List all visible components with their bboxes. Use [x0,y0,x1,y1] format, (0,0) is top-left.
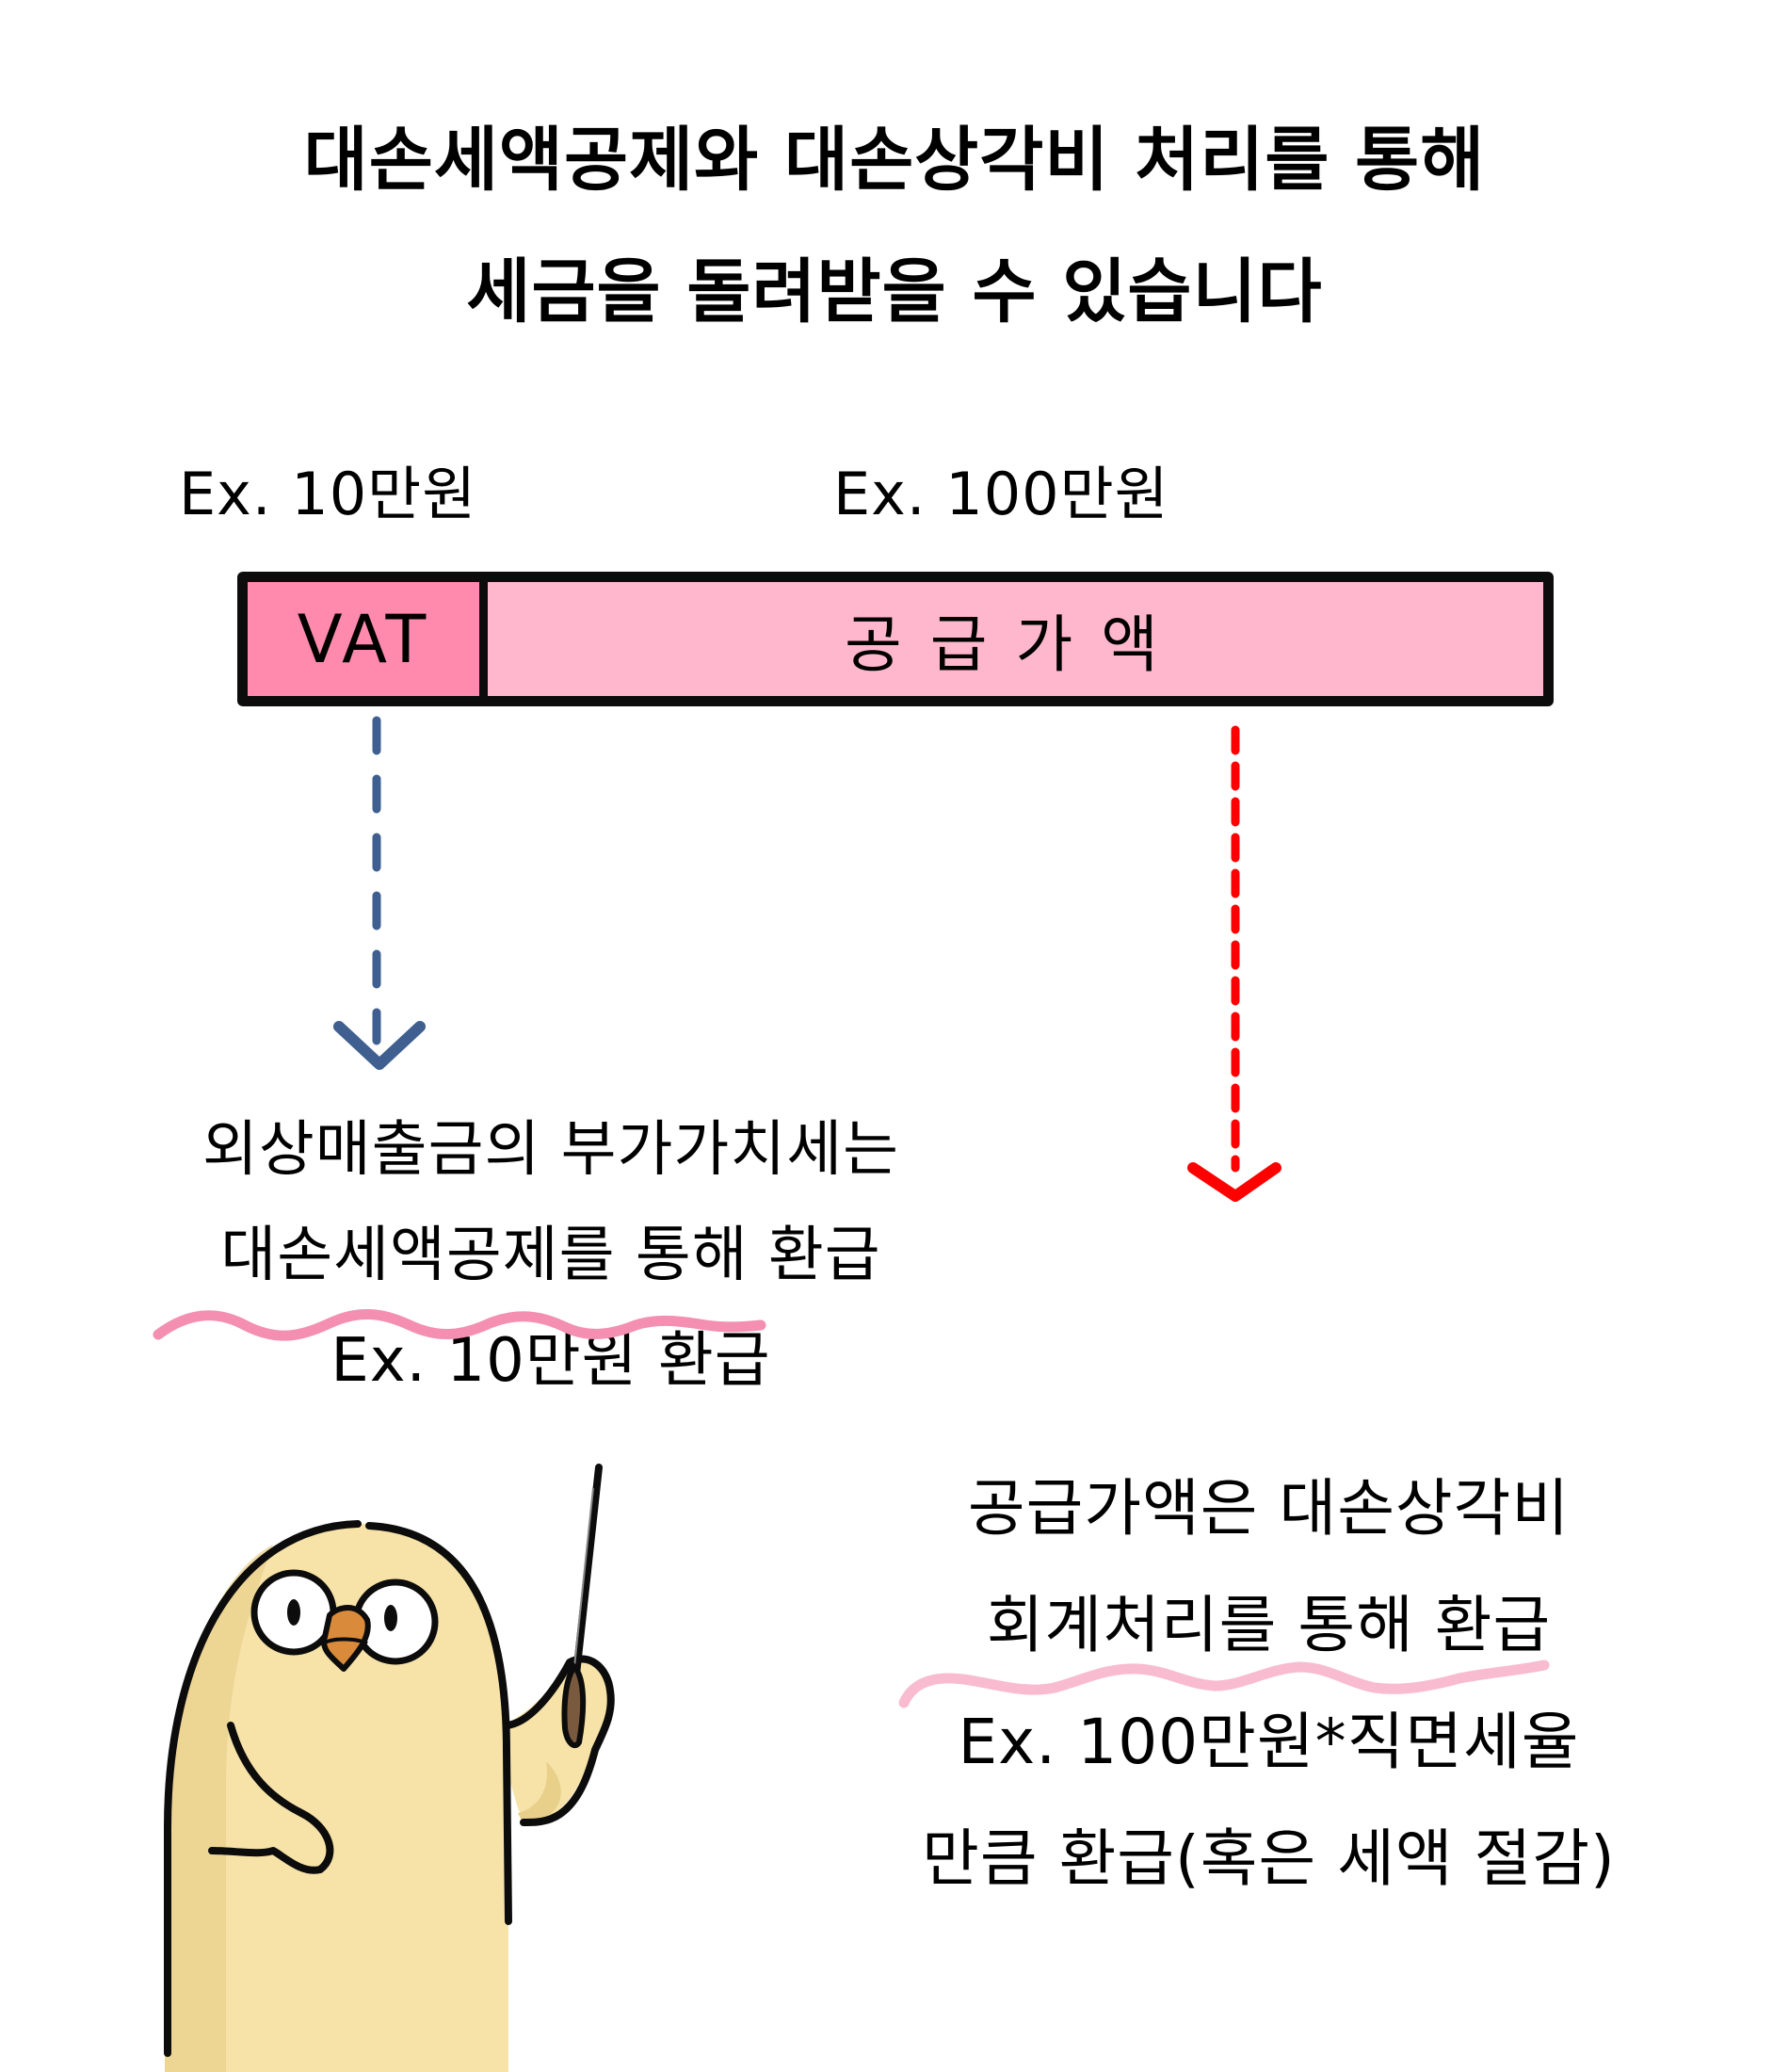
title-line-2: 세금을 돌려받을 수 있습니다 [466,251,1323,332]
supply-segment-label: 공급가액 [845,607,1186,681]
supply-explanation-line-1: 공급가액은 대손상각비 [967,1472,1571,1545]
supply-wavy-underline [898,1659,1550,1708]
duck-teacher-with-pointer-icon [164,1464,615,2072]
vat-wavy-underline [153,1309,766,1341]
supply-refund-explanation: 공급가액은 대손상각비 회계처리를 통해 환급 Ex. 100만원*직면세율 만… [843,1450,1695,1918]
price-breakdown-bar: VAT 공급가액 [237,572,1554,706]
vat-down-arrow-icon [333,716,426,1070]
title-line-1: 대손세액공제와 대손상각비 처리를 통해 [303,120,1486,201]
vat-refund-explanation: 외상매출금의 부가가치세는 대손세액공제를 통해 환급 Ex. 10만원 환급 [141,1097,960,1414]
supply-explanation-line-2: 회계처리를 통해 환급 [986,1589,1552,1661]
vat-explanation-line-2: 대손세액공제를 통해 환급 [220,1221,881,1290]
supply-explanation-line-3: Ex. 100만원*직면세율 [958,1706,1580,1778]
supply-example-label: Ex. 100만원 [833,460,1169,528]
page-title: 대손세액공제와 대손상각비 처리를 통해 세금을 돌려받을 수 있습니다 [0,94,1789,358]
supply-down-arrow-icon [1187,725,1281,1202]
vat-segment: VAT [248,582,488,696]
vat-explanation-line-3: Ex. 10만원 환급 [330,1326,771,1396]
supply-explanation-line-4: 만큼 환급(혹은 세액 절감) [922,1822,1616,1895]
vat-segment-label: VAT [297,600,430,678]
vat-example-label: Ex. 10만원 [179,460,477,528]
vat-explanation-line-1: 외상매출금의 부가가치세는 [202,1115,899,1185]
supply-value-segment: 공급가액 [488,582,1543,696]
